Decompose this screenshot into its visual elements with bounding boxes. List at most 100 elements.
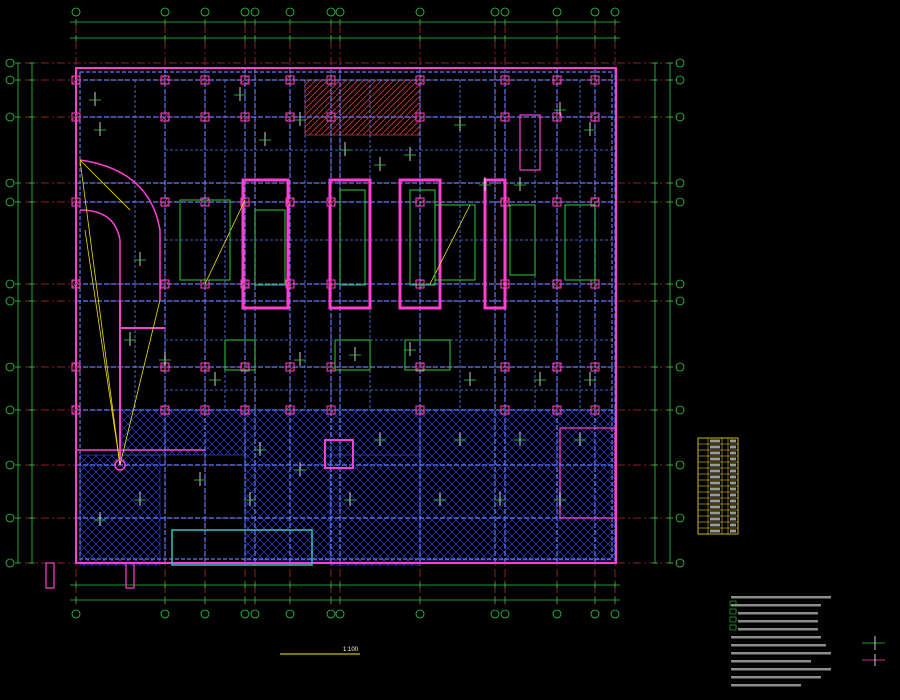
column	[160, 279, 170, 289]
column	[552, 362, 562, 372]
axis-bubble	[326, 609, 336, 619]
axis-bubble	[5, 279, 15, 289]
inner-outline	[79, 71, 613, 560]
note-line	[731, 596, 831, 599]
column	[240, 279, 250, 289]
column	[552, 197, 562, 207]
column	[285, 75, 295, 85]
legend-text-bar	[730, 445, 736, 449]
note-line	[731, 660, 811, 663]
note-line	[738, 620, 818, 623]
drawing-title-block: 1:100	[280, 647, 360, 655]
column	[590, 112, 600, 122]
legend-table	[697, 437, 739, 535]
core-wall	[241, 178, 290, 310]
column	[415, 405, 425, 415]
core-wall	[483, 178, 507, 310]
column	[160, 75, 170, 85]
column	[160, 197, 170, 207]
legend-text-bar	[710, 505, 720, 509]
note-line	[738, 628, 818, 631]
axis-bubble	[240, 609, 250, 619]
room-green	[434, 204, 476, 281]
legend-text-bar	[730, 457, 736, 461]
column-markers	[71, 75, 600, 415]
column	[160, 112, 170, 122]
column	[200, 362, 210, 372]
note-line	[731, 676, 821, 679]
legend-text-bar	[730, 463, 736, 467]
axis-bubble	[200, 7, 210, 17]
legend-text-bar	[730, 439, 736, 443]
note-line	[731, 604, 821, 607]
entry-stub	[125, 562, 135, 589]
axis-bubble	[285, 7, 295, 17]
axis-bubble	[610, 609, 620, 619]
legend-text-bar	[710, 451, 720, 455]
legend-text-bar	[710, 511, 720, 515]
column	[240, 112, 250, 122]
room-green	[339, 189, 366, 286]
yellow-guide-line	[79, 159, 131, 211]
curved-ramp-outer	[79, 159, 161, 300]
legend-text-bar	[730, 487, 736, 491]
column	[240, 75, 250, 85]
legend-text-bar	[730, 523, 736, 527]
legend-text-bar	[730, 493, 736, 497]
legend-text-bar	[710, 481, 720, 485]
yellow-guide-line	[429, 204, 471, 285]
legend-text-bar	[710, 439, 720, 443]
legend-text-bar	[730, 451, 736, 455]
axis-bubble	[250, 609, 260, 619]
column	[500, 112, 510, 122]
axis-bubble	[500, 7, 510, 17]
column	[552, 279, 562, 289]
axis-bubble	[675, 58, 685, 68]
note-symbol	[729, 624, 737, 631]
axis-bubble	[160, 609, 170, 619]
legend-text-bar	[710, 529, 720, 533]
axis-bubble	[326, 7, 336, 17]
axis-bubble	[610, 7, 620, 17]
column	[326, 279, 336, 289]
column	[590, 405, 600, 415]
axis-bubble	[71, 609, 81, 619]
column	[71, 197, 81, 207]
column	[285, 362, 295, 372]
room-green	[254, 209, 286, 286]
column	[285, 405, 295, 415]
legend-text-bar	[710, 517, 720, 521]
axis-bubble	[5, 362, 15, 372]
legend-text-bar	[730, 505, 736, 509]
axis-bubble	[415, 609, 425, 619]
yellow-guide-line	[119, 299, 161, 466]
axis-bubble	[200, 609, 210, 619]
shear-walls	[45, 67, 617, 589]
legend-text-bar	[710, 463, 720, 467]
yellow-guide-line	[79, 159, 121, 466]
core-wall	[398, 178, 442, 310]
legend-text-bar	[730, 529, 736, 533]
slab-hatch-zone	[419, 409, 616, 561]
column	[590, 362, 600, 372]
column	[500, 75, 510, 85]
axis-bubble	[335, 609, 345, 619]
note-symbol	[729, 608, 737, 615]
axis-bubble	[5, 58, 15, 68]
slab-hatch-zone	[329, 454, 421, 566]
column	[71, 362, 81, 372]
hatched-opening	[304, 79, 421, 136]
column	[552, 75, 562, 85]
column	[326, 362, 336, 372]
column	[71, 405, 81, 415]
legend-text-bar	[710, 523, 720, 527]
column	[415, 279, 425, 289]
column	[590, 75, 600, 85]
axis-bubble	[675, 75, 685, 85]
column	[326, 405, 336, 415]
column	[590, 279, 600, 289]
note-line	[731, 668, 831, 671]
column	[71, 75, 81, 85]
axis-bubble	[5, 296, 15, 306]
axis-bubble	[675, 362, 685, 372]
